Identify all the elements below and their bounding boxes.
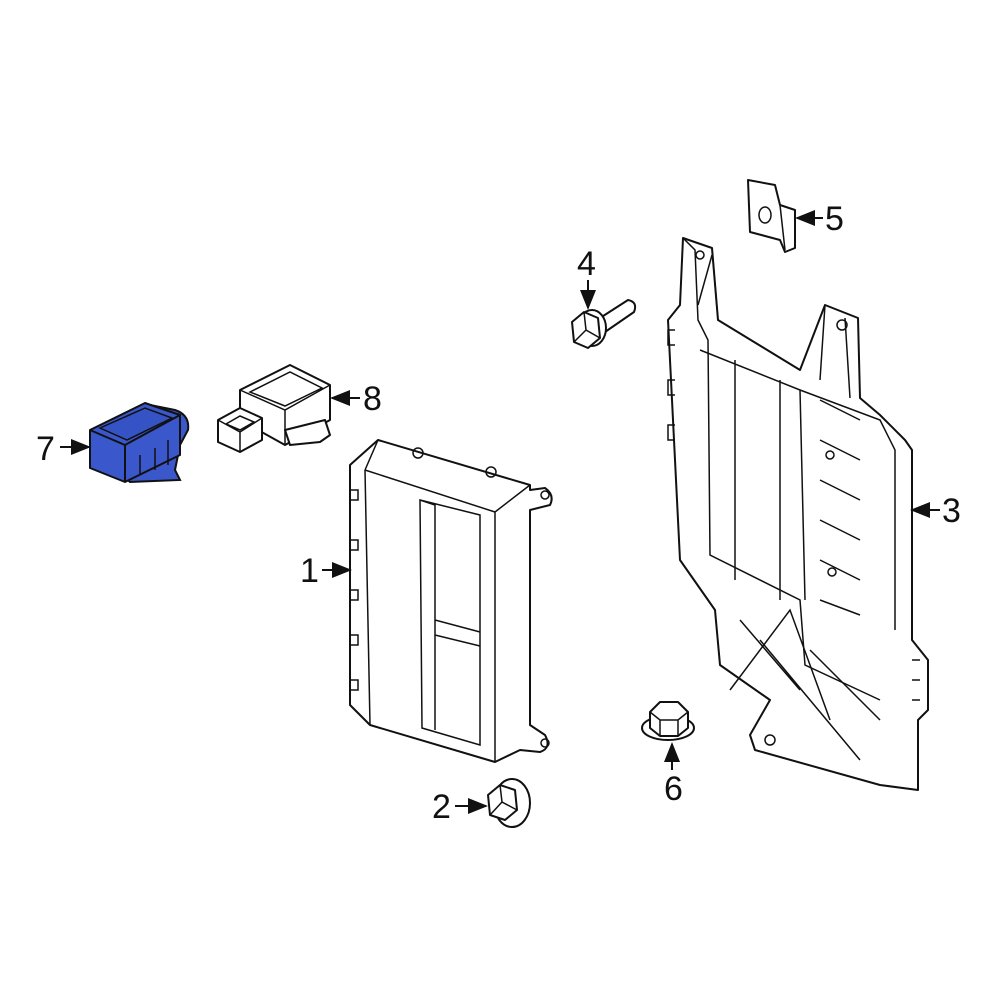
callout-4: 4	[577, 245, 596, 310]
callout-label-6: 6	[664, 770, 683, 808]
callout-label-3: 3	[942, 492, 961, 530]
callout-label-5: 5	[825, 200, 844, 238]
part-8-sensor[interactable]	[217, 364, 331, 453]
part-5-clip[interactable]	[747, 179, 796, 253]
callout-5: 5	[795, 200, 844, 238]
part-3-bracket[interactable]	[667, 237, 929, 791]
part-1-control-module[interactable]	[349, 439, 553, 763]
callout-label-7: 7	[36, 430, 55, 468]
callout-label-2: 2	[432, 788, 451, 826]
callout-6: 6	[664, 742, 683, 808]
part-6-nut[interactable]	[641, 701, 695, 741]
callout-8: 8	[330, 380, 382, 418]
callout-2: 2	[432, 788, 488, 826]
part-7-sensor-highlighted[interactable]	[89, 402, 190, 484]
callout-7: 7	[36, 430, 91, 468]
callout-1: 1	[300, 552, 352, 590]
callout-label-1: 1	[300, 552, 319, 590]
part-2-nut[interactable]	[487, 778, 531, 828]
callout-3: 3	[910, 492, 961, 530]
callout-label-4: 4	[577, 245, 596, 283]
callout-label-8: 8	[363, 380, 382, 418]
part-4-bolt[interactable]	[571, 299, 637, 349]
